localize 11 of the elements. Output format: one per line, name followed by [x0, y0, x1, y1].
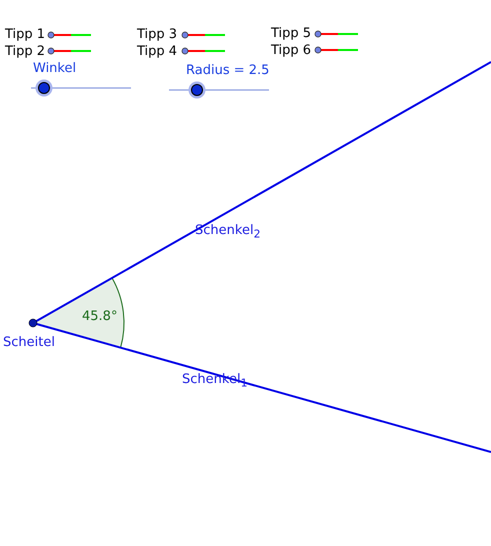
slider-label: Tipp 3 [137, 27, 178, 42]
angle-value: 45.8° [82, 309, 118, 324]
slider-label: Tipp 1 [5, 27, 46, 42]
slider-label: Tipp 6 [271, 43, 312, 58]
slider-label: Winkel [33, 61, 76, 76]
ray-label: Schenkel$_{2}$ [195, 223, 260, 242]
point-label: Scheitel [3, 335, 55, 350]
slider-label: Tipp 4 [137, 44, 178, 59]
slider-label: Tipp 2 [5, 44, 46, 59]
slider-label: Radius = 2.5 [186, 63, 270, 78]
slider-label: Tipp 5 [271, 26, 312, 41]
